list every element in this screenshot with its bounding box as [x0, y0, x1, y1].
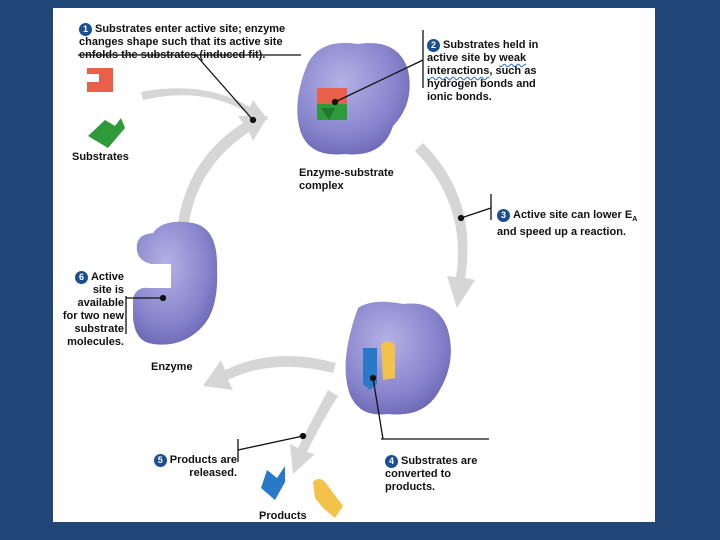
step-6-text: Active site is available for two new sub…	[62, 271, 124, 348]
substrate-green-shape	[88, 118, 125, 148]
step-3-subscript: A	[632, 216, 638, 224]
enzyme-substrate-complex-shape	[297, 42, 410, 155]
step-1-text: Substrates enter active site; enzyme cha…	[79, 23, 286, 61]
arrow-bottom-left	[203, 355, 336, 390]
product-yellow-shape	[313, 479, 343, 518]
arrow-left-up	[178, 116, 268, 223]
arrow-right-down	[415, 143, 475, 308]
enzyme-label: Enzyme	[151, 361, 193, 373]
cycle-artwork	[78, 30, 492, 518]
step-2-weak: weak	[499, 52, 527, 64]
enzyme-shape	[133, 221, 218, 345]
step-5-text: Products are released.	[169, 454, 237, 479]
products-label: Products	[259, 510, 307, 522]
product-blue-shape	[261, 466, 285, 500]
leader-lines	[78, 30, 492, 462]
step-4-text: Substrates are converted to products.	[385, 455, 478, 493]
substrates-label: Substrates	[72, 151, 129, 163]
step-2-text-a: Substrates held in active site by	[427, 39, 539, 64]
step-2-text-c: , such as hydrogen bonds and ionic bonds…	[427, 65, 537, 103]
complex-label: Enzyme-substrate complex	[299, 167, 394, 192]
step-5-badge: 5	[153, 454, 167, 467]
arrow-release	[290, 390, 338, 474]
substrate-red-shape	[87, 68, 113, 92]
step-3-badge: 3	[497, 209, 510, 222]
step-2-interactions: interactions	[427, 65, 490, 77]
step-3-text: Active site can lower E	[513, 209, 633, 221]
enzyme-product-complex-shape	[345, 301, 451, 415]
step-6-badge: 6	[74, 271, 88, 284]
step-1-badge: 1	[79, 23, 92, 36]
step-4-badge: 4	[385, 455, 398, 468]
step-2-badge: 2	[427, 39, 440, 52]
step-3-text2: and speed up a reaction.	[497, 226, 626, 239]
